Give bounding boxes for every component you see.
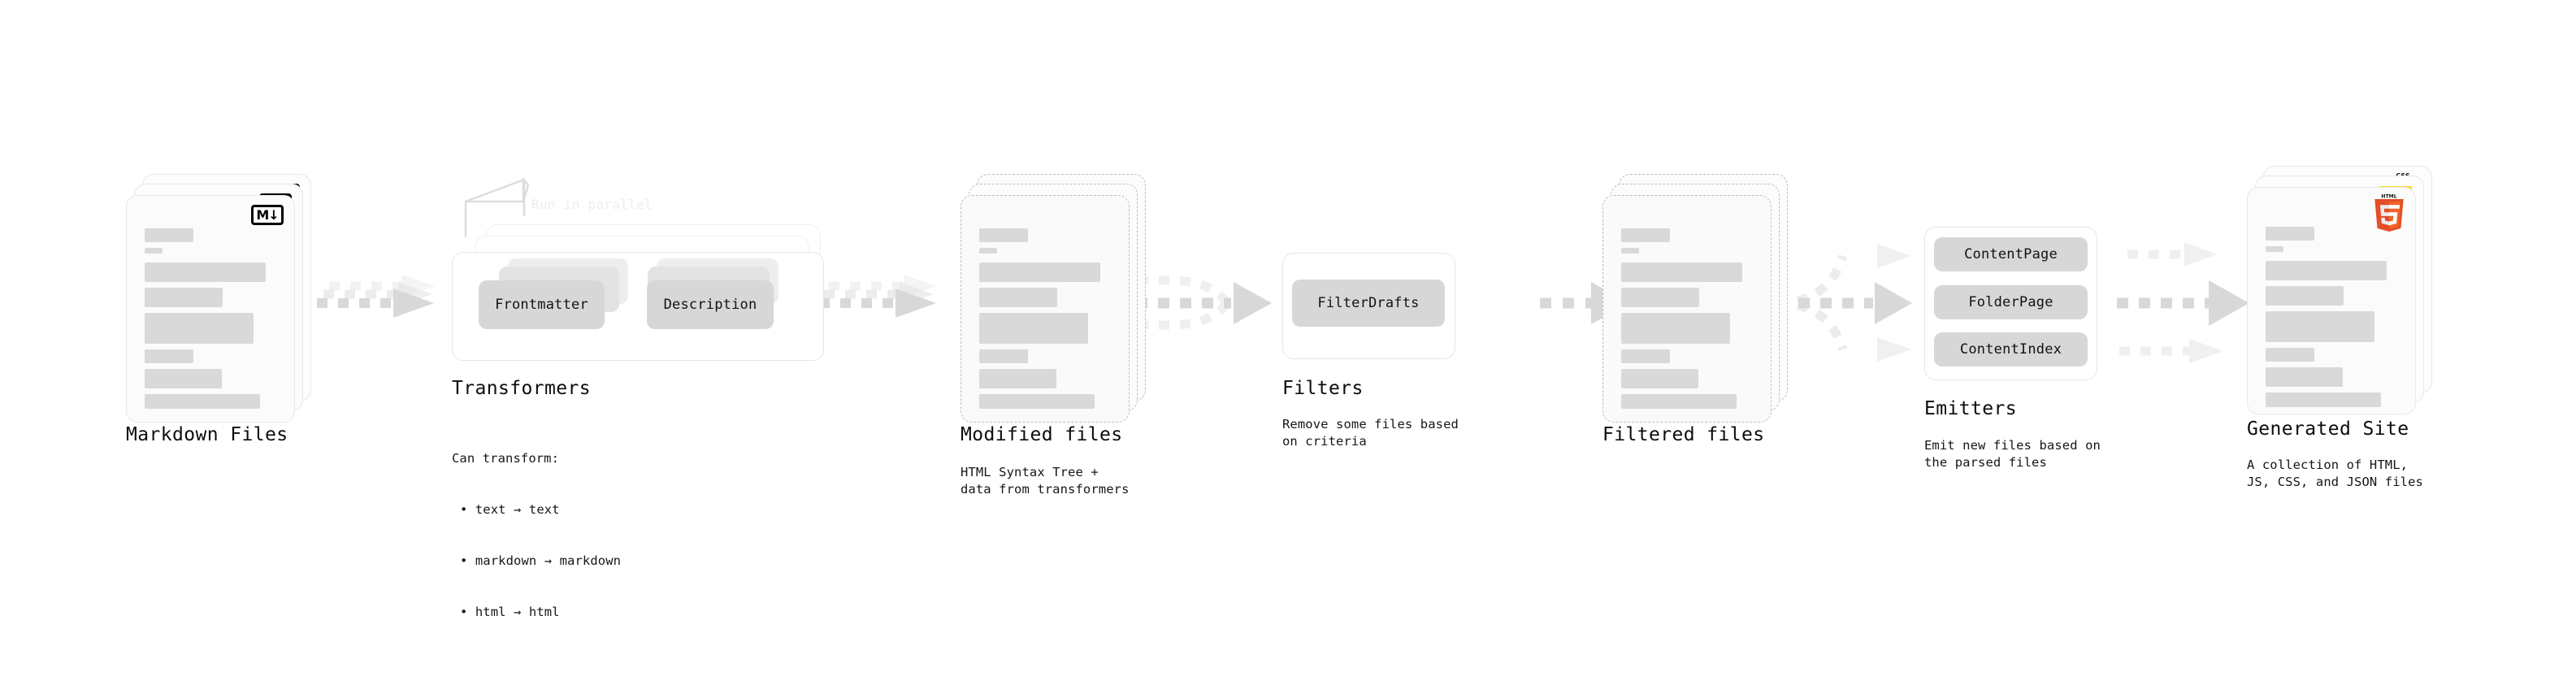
arrow-transformers-to-modified [819,275,937,318]
markdown-card-front: M↓ [126,195,295,423]
arrow-filtered-to-emitters [1776,244,1912,362]
modified-card-front [961,195,1130,423]
markdown-file-stack: M↓ M↓ M↓ [126,174,311,423]
transform-line-2: • markdown → markdown [460,553,622,568]
page-title-markdown-files: Markdown Files [126,424,288,445]
emitter-pill-contentindex[interactable]: ContentIndex [1934,332,2088,367]
page-title-filters: Filters [1282,378,1364,399]
filters-subtitle: Remove some files based on criteria [1282,417,1459,449]
svg-text:HTML: HTML [2381,194,2396,200]
transformers-subtitle: Can transform: • text → text • markdown … [452,416,621,655]
page-title-filtered-files: Filtered files [1602,424,1765,445]
emitter-pill-folderpage[interactable]: FolderPage [1934,285,2088,319]
run-in-parallel-note: Run in parallel [531,197,653,212]
page-title-modified-files: Modified files [961,424,1123,445]
filtered-card-front [1602,195,1772,423]
emitter-pill-contentpage[interactable]: ContentPage [1934,237,2088,271]
modified-file-stack [961,174,1146,423]
content-placeholder-bars [2266,227,2400,413]
emitters-subtitle: Emit new files based on the parsed files [1924,438,2101,470]
html5-icon: HTML [2373,194,2405,236]
content-placeholder-bars [145,228,280,414]
filter-pill-filterdrafts[interactable]: FilterDrafts [1292,280,1445,327]
page-title-generated-site: Generated Site [2247,419,2409,440]
generated-site-stack: JS HTML [2247,166,2432,414]
transform-line-3: • html → html [460,605,560,619]
content-placeholder-bars [979,228,1114,414]
arrow-modified-to-filters [1136,275,1272,330]
page-title-transformers: Transformers [452,378,591,399]
site-card-html: HTML [2247,187,2416,414]
transform-line-1: • text → text [460,502,560,517]
page-title-emitters: Emitters [1924,398,2017,419]
arrow-markdown-to-transformers [317,275,436,318]
filtered-file-stack [1602,174,1788,423]
transformer-pill-description[interactable]: Description [647,280,774,329]
arrow-emitters-to-site [2117,242,2249,363]
modified-files-subtitle: HTML Syntax Tree + data from transformer… [961,465,1130,497]
generated-site-subtitle: A collection of HTML, JS, CSS, and JSON … [2247,458,2423,489]
markdown-icon: M↓ [251,205,284,225]
transformer-pill-frontmatter[interactable]: Frontmatter [479,280,605,329]
content-placeholder-bars [1621,228,1756,414]
transform-line-0: Can transform: [452,451,560,466]
